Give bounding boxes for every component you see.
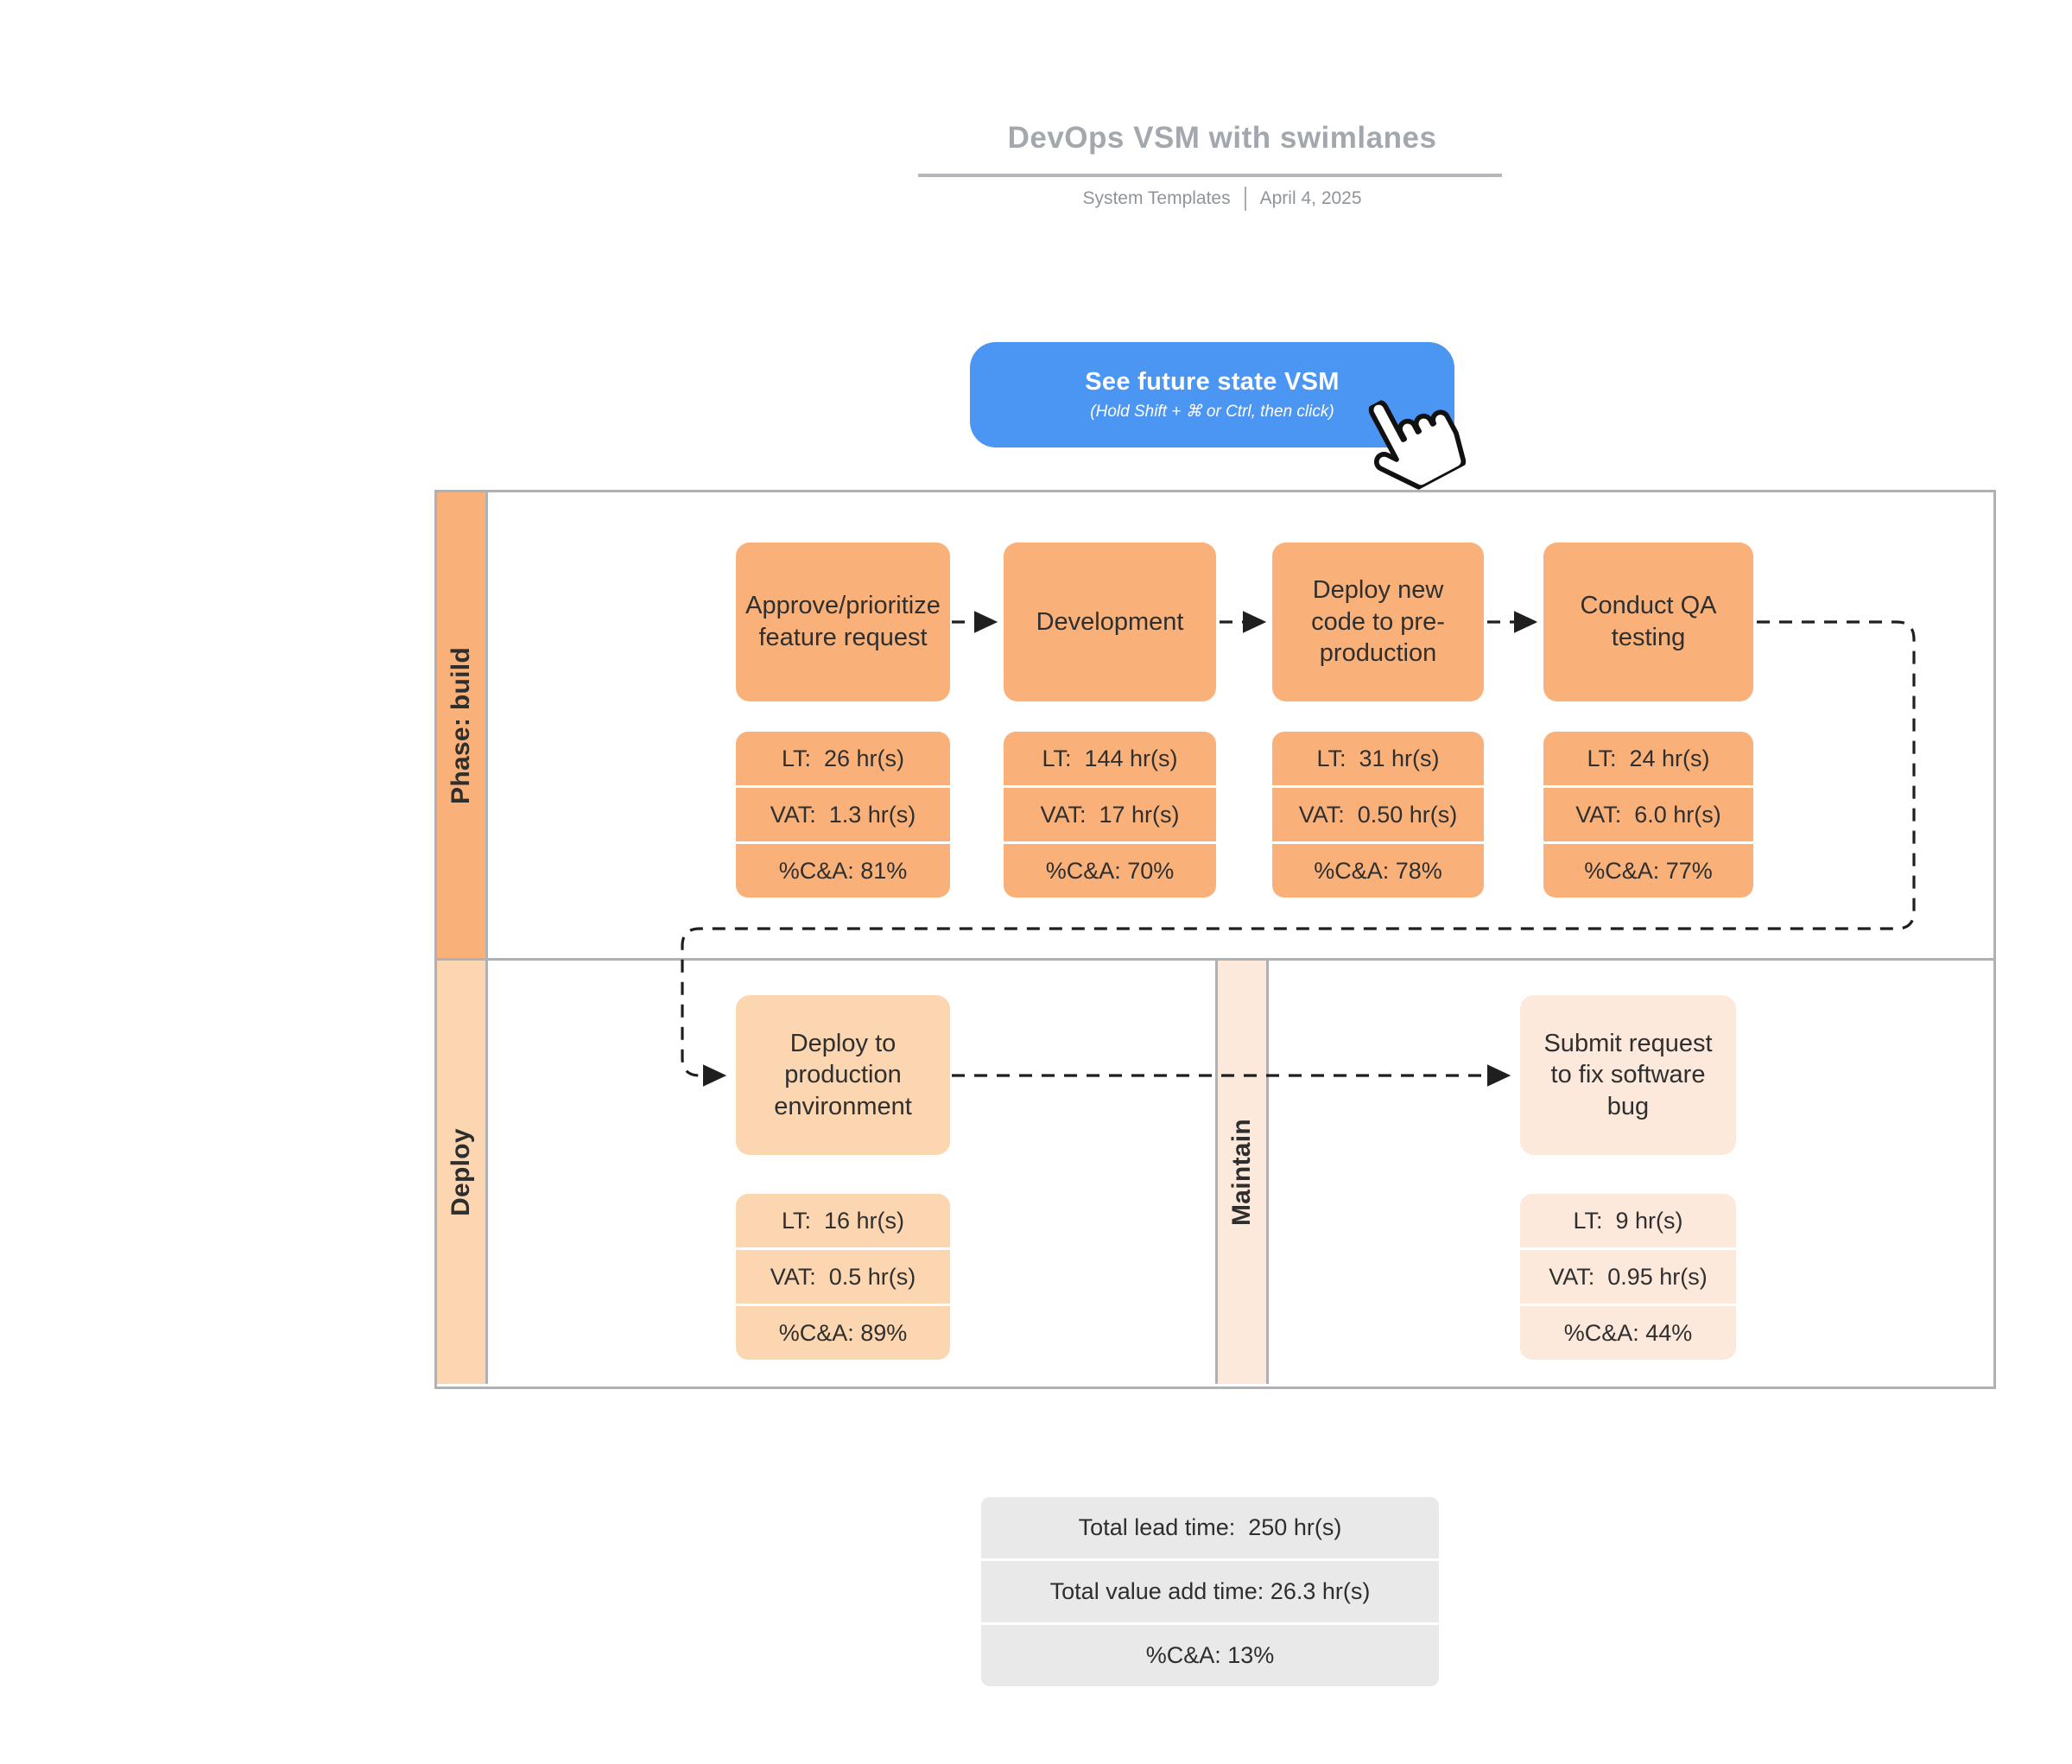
- metric-lt: LT: 24 hr(s): [1587, 745, 1710, 771]
- metrics-conduct-qa[interactable]: LT: 24 hr(s) VAT: 6.0 hr(s) %C&A: 77%: [1543, 732, 1753, 898]
- lane-label: Phase: build: [447, 646, 475, 804]
- subtitle-divider: [1244, 187, 1246, 211]
- metric-vat: VAT: 6.0 hr(s): [1543, 785, 1753, 841]
- total-value-add-time: Total value add time: 26.3 hr(s): [981, 1558, 1439, 1622]
- totals-summary[interactable]: Total lead time: 250 hr(s) Total value a…: [981, 1497, 1439, 1686]
- step-label: Submit request to fix software bug: [1543, 1029, 1713, 1120]
- total-pct-ca: %C&A: 13%: [981, 1622, 1439, 1686]
- step-label: Deploy new code to pre-production: [1311, 576, 1445, 668]
- metric-vat: VAT: 0.5 hr(s): [736, 1247, 950, 1304]
- metrics-approve-prioritize[interactable]: LT: 26 hr(s) VAT: 1.3 hr(s) %C&A: 81%: [736, 732, 950, 898]
- step-label: Conduct QA testing: [1580, 592, 1717, 651]
- lane-label: Maintain: [1227, 1118, 1257, 1227]
- page-title: DevOps VSM with swimlanes: [1007, 121, 1437, 155]
- title-underline: [918, 174, 1502, 177]
- button-label: See future state VSM: [1085, 368, 1340, 396]
- metric-vat: VAT: 0.50 hr(s): [1272, 785, 1484, 841]
- lane-label: Deploy: [447, 1128, 476, 1216]
- step-label: Approve/prioritize feature request: [745, 592, 941, 651]
- metric-lt: LT: 144 hr(s): [1042, 745, 1178, 771]
- metrics-development[interactable]: LT: 144 hr(s) VAT: 17 hr(s) %C&A: 70%: [1004, 732, 1216, 898]
- metric-ca: %C&A: 44%: [1520, 1304, 1736, 1360]
- process-step-deploy-preproduction[interactable]: Deploy new code to pre-production: [1272, 543, 1484, 701]
- metric-vat: VAT: 17 hr(s): [1004, 785, 1216, 841]
- doc-author: System Templates: [1082, 188, 1231, 208]
- metric-lt: LT: 31 hr(s): [1316, 745, 1440, 771]
- process-step-development[interactable]: Development: [1004, 543, 1216, 701]
- total-lead-time: Total lead time: 250 hr(s): [1078, 1514, 1342, 1540]
- metric-ca: %C&A: 77%: [1543, 841, 1753, 898]
- metrics-deploy-production[interactable]: LT: 16 hr(s) VAT: 0.5 hr(s) %C&A: 89%: [736, 1194, 950, 1360]
- metric-lt: LT: 26 hr(s): [781, 745, 905, 771]
- see-future-state-button[interactable]: See future state VSM (Hold Shift + ⌘ or …: [970, 342, 1454, 447]
- process-step-conduct-qa[interactable]: Conduct QA testing: [1543, 543, 1753, 701]
- metric-ca: %C&A: 78%: [1272, 841, 1484, 898]
- metric-ca: %C&A: 70%: [1004, 841, 1216, 898]
- lane-header-phase-build[interactable]: Phase: build: [437, 492, 488, 958]
- process-step-submit-bugfix[interactable]: Submit request to fix software bug: [1520, 995, 1736, 1155]
- process-step-approve-prioritize[interactable]: Approve/prioritize feature request: [736, 543, 950, 701]
- process-step-deploy-production[interactable]: Deploy to production environment: [736, 995, 950, 1155]
- step-label: Deploy to production environment: [774, 1029, 912, 1120]
- metric-ca: %C&A: 89%: [736, 1304, 950, 1360]
- lane-header-deploy[interactable]: Deploy: [437, 961, 488, 1384]
- doc-subtitle: System Templates April 4, 2025: [777, 187, 1667, 211]
- lane-header-maintain[interactable]: Maintain: [1215, 961, 1269, 1384]
- doc-date: April 4, 2025: [1259, 188, 1362, 208]
- metric-lt: LT: 16 hr(s): [781, 1207, 905, 1234]
- step-label: Development: [1036, 607, 1184, 636]
- metric-ca: %C&A: 81%: [736, 841, 950, 898]
- button-hint: (Hold Shift + ⌘ or Ctrl, then click): [1090, 403, 1334, 421]
- metric-vat: VAT: 0.95 hr(s): [1520, 1247, 1736, 1304]
- metric-lt: LT: 9 hr(s): [1573, 1207, 1683, 1234]
- metrics-deploy-preproduction[interactable]: LT: 31 hr(s) VAT: 0.50 hr(s) %C&A: 78%: [1272, 732, 1484, 898]
- metric-vat: VAT: 1.3 hr(s): [736, 785, 950, 841]
- metrics-submit-bugfix[interactable]: LT: 9 hr(s) VAT: 0.95 hr(s) %C&A: 44%: [1520, 1194, 1736, 1360]
